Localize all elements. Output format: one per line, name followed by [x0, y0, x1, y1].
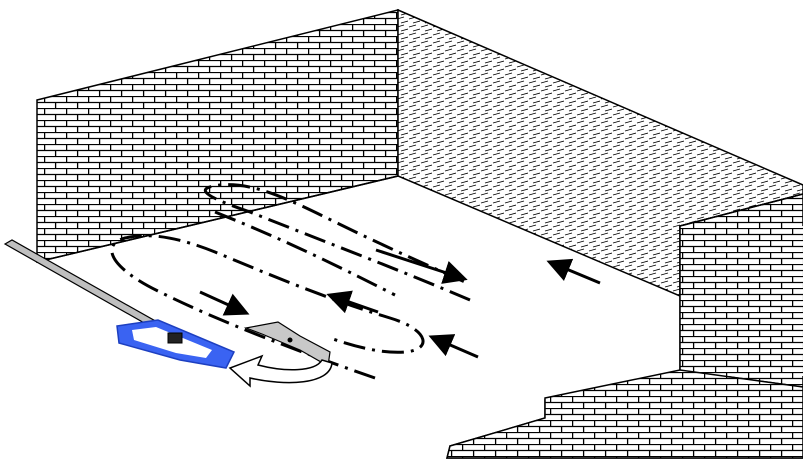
path-loop-lower	[112, 236, 423, 378]
mop-joint	[168, 333, 182, 343]
direction-arrows	[200, 250, 600, 357]
left-brick-wall	[37, 10, 398, 262]
direction-arrow	[434, 338, 478, 357]
plate-hinge	[288, 338, 293, 343]
path-diagonal	[215, 212, 395, 295]
curved-turn-arrow	[230, 356, 332, 386]
right-wall-face	[680, 226, 803, 376]
right-wall-step	[447, 370, 803, 458]
mop-head	[117, 320, 234, 368]
direction-arrow	[376, 250, 462, 278]
direction-arrow	[332, 296, 378, 312]
direction-arrow	[200, 292, 244, 312]
direction-arrow	[552, 263, 600, 283]
